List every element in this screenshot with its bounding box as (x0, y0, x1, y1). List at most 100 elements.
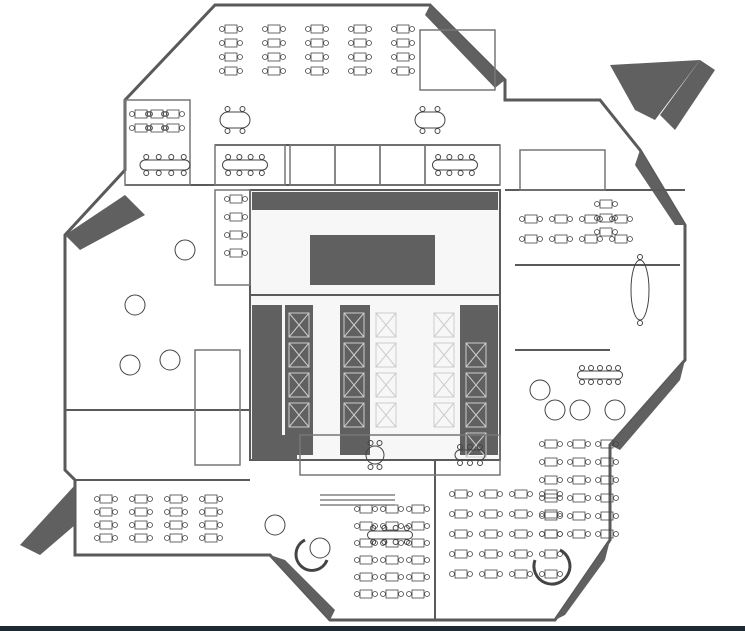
chair (567, 531, 573, 537)
desk (544, 511, 558, 521)
chair (406, 591, 412, 597)
chair (497, 571, 503, 577)
chair (348, 54, 354, 60)
chair (168, 154, 175, 160)
nw-wall-block (65, 195, 145, 250)
chair (419, 128, 426, 134)
desk (544, 457, 558, 467)
elevator-cross (343, 342, 365, 368)
chair (509, 531, 515, 537)
desk (150, 109, 164, 119)
desk (134, 123, 148, 133)
elevator-cross (375, 342, 397, 368)
chair (164, 535, 170, 541)
chair (112, 509, 118, 515)
elevator-cross (288, 402, 310, 428)
chair (219, 54, 225, 60)
chair (585, 531, 591, 537)
desk (134, 494, 148, 504)
desk (166, 109, 180, 119)
bottom-bar (0, 626, 745, 631)
chair (539, 477, 545, 483)
room (419, 29, 496, 91)
chair (182, 535, 188, 541)
chair (595, 531, 601, 537)
chair (467, 491, 473, 497)
desk (169, 494, 183, 504)
chair (539, 495, 545, 501)
elevator-cross (465, 342, 487, 368)
chair (168, 170, 175, 176)
desk (310, 24, 324, 34)
chair (613, 477, 619, 483)
chair (112, 496, 118, 502)
desk (224, 38, 238, 48)
round-table (159, 349, 181, 371)
chair (237, 54, 243, 60)
chair (539, 491, 545, 497)
chair (519, 216, 525, 222)
desk (169, 520, 183, 530)
sw-lower-block (270, 555, 335, 620)
chair (376, 440, 383, 446)
chair (403, 539, 410, 545)
chair (567, 477, 573, 483)
round-table (544, 399, 566, 421)
chair (479, 571, 485, 577)
elevator-car (343, 372, 365, 398)
chair (182, 509, 188, 515)
elevator-cross (465, 372, 487, 398)
desk (169, 533, 183, 543)
chair (145, 111, 151, 117)
chair (354, 523, 360, 529)
curved-sofa (294, 538, 329, 572)
desk (99, 494, 113, 504)
chair (224, 214, 230, 220)
elevator-cross (288, 342, 310, 368)
chair (612, 229, 618, 235)
desk (396, 66, 410, 76)
chair (419, 106, 426, 112)
desk (544, 569, 558, 579)
chair (567, 495, 573, 501)
elevator-car (433, 342, 455, 368)
elevator-car (465, 372, 487, 398)
chair (612, 201, 618, 207)
chair (594, 215, 600, 221)
chair (224, 196, 230, 202)
desk (310, 38, 324, 48)
chair (435, 154, 442, 160)
chair (527, 571, 533, 577)
chair (539, 459, 545, 465)
chair (129, 509, 135, 515)
chair (323, 40, 329, 46)
elevator-car (375, 312, 397, 338)
chair (180, 154, 187, 160)
desk (411, 538, 425, 548)
chair (497, 551, 503, 557)
chair (129, 496, 135, 502)
chair (155, 154, 162, 160)
desk (359, 572, 373, 582)
chair (585, 477, 591, 483)
chair (579, 379, 585, 385)
chair (615, 379, 621, 385)
chair (376, 464, 383, 470)
desk (554, 214, 568, 224)
curved-sofa (532, 548, 572, 586)
chair (537, 216, 543, 222)
desk (224, 52, 238, 62)
chair (354, 574, 360, 580)
chair (182, 522, 188, 528)
chair (366, 68, 372, 74)
chair (372, 591, 378, 597)
round-table (174, 239, 196, 261)
chair (225, 154, 232, 160)
e-wall-block (635, 150, 685, 225)
chair (409, 54, 415, 60)
desk (600, 493, 614, 503)
chair (258, 170, 265, 176)
desk (514, 529, 528, 539)
elevator-car (465, 342, 487, 368)
chair (112, 535, 118, 541)
